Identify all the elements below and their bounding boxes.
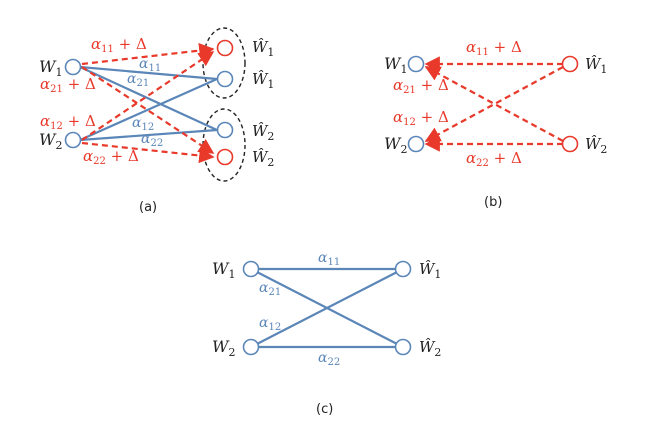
node-a-hat-1-red [216, 39, 234, 57]
node-c-w2 [242, 338, 260, 356]
edge-b-red-21 [424, 66, 564, 142]
label-b-w1: W1 [384, 54, 407, 76]
label-a-red-11: α11 + Δ [91, 35, 147, 55]
panel-a: W1 W2 Ŵ1 Ŵ1 Ŵ2 Ŵ2 α11 α21 α12 α22 α11 + … [39, 27, 274, 215]
label-a-alpha-22: α22 [141, 131, 163, 149]
edge-a-blue-22 [79, 128, 218, 142]
label-c-alpha-12: α12 [259, 315, 281, 333]
node-c-hat-2 [394, 338, 412, 356]
node-c-hat-1 [394, 260, 412, 278]
label-c-alpha-21: α21 [259, 280, 281, 298]
caption-a: (a) [139, 200, 157, 215]
label-b-w2: W2 [384, 134, 407, 156]
edge-a-red-21 [81, 66, 215, 154]
label-c-alpha-22: α22 [318, 350, 340, 368]
caption-b: (b) [484, 195, 502, 210]
caption-c: (c) [316, 402, 333, 417]
panel-c: W1 W2 Ŵ1 Ŵ2 α11 α21 α12 α22 (c) [212, 250, 441, 417]
label-a-w2: W2 [39, 130, 62, 152]
group-ellipse-bottom [202, 108, 246, 182]
node-b-hat-2 [561, 135, 579, 153]
group-ellipse-top [202, 27, 246, 99]
edge-b-red-12 [424, 66, 564, 142]
node-a-hat-2-red [216, 148, 234, 166]
edge-c-12 [250, 268, 404, 348]
node-a-hat-1-blue [216, 70, 234, 88]
edge-a-blue-21 [79, 66, 218, 131]
label-a-hat-2b: Ŵ2 [252, 148, 274, 169]
node-a-w2 [64, 131, 82, 149]
node-b-hat-1 [561, 55, 579, 73]
panel-b: W1 W2 Ŵ1 Ŵ2 α11 + Δ α21 + Δ α12 + Δ α22 … [384, 38, 607, 210]
node-a-w1 [64, 58, 82, 76]
label-b-hat-1: Ŵ1 [585, 55, 607, 76]
label-c-alpha-11: α11 [318, 250, 340, 268]
node-b-w2 [407, 135, 425, 153]
label-a-red-12: α12 + Δ [40, 112, 96, 132]
label-a-alpha-12: α12 [132, 115, 154, 133]
node-a-hat-2-blue [216, 121, 234, 139]
edge-a-red-22 [81, 141, 215, 164]
label-b-hat-2: Ŵ2 [585, 135, 607, 156]
edge-a-red-12 [81, 51, 215, 141]
label-b-red-11: α11 + Δ [466, 38, 522, 58]
edge-a-blue-11 [79, 65, 218, 81]
label-a-red-21: α21 + Δ [40, 75, 96, 95]
label-a-alpha-21: α21 [127, 71, 149, 89]
label-a-w1: W1 [39, 57, 62, 79]
label-b-red-22: α22 + Δ [466, 149, 522, 169]
node-c-w1 [242, 260, 260, 278]
label-a-red-22: α22 + Δ [83, 147, 139, 167]
label-a-hat-2a: Ŵ2 [252, 122, 274, 143]
label-b-red-12: α12 + Δ [393, 108, 449, 128]
node-b-w1 [407, 55, 425, 73]
label-c-hat-1: Ŵ1 [419, 260, 441, 281]
label-a-alpha-11: α11 [139, 56, 161, 74]
label-c-hat-2: Ŵ2 [419, 338, 441, 359]
label-a-hat-1a: Ŵ1 [252, 38, 274, 59]
edge-a-red-11 [81, 42, 215, 66]
label-c-w2: W2 [212, 337, 235, 359]
label-a-hat-1b: Ŵ1 [252, 70, 274, 91]
label-c-w1: W1 [212, 259, 235, 281]
edge-a-blue-12 [79, 77, 218, 142]
label-b-red-21: α21 + Δ [393, 76, 449, 96]
